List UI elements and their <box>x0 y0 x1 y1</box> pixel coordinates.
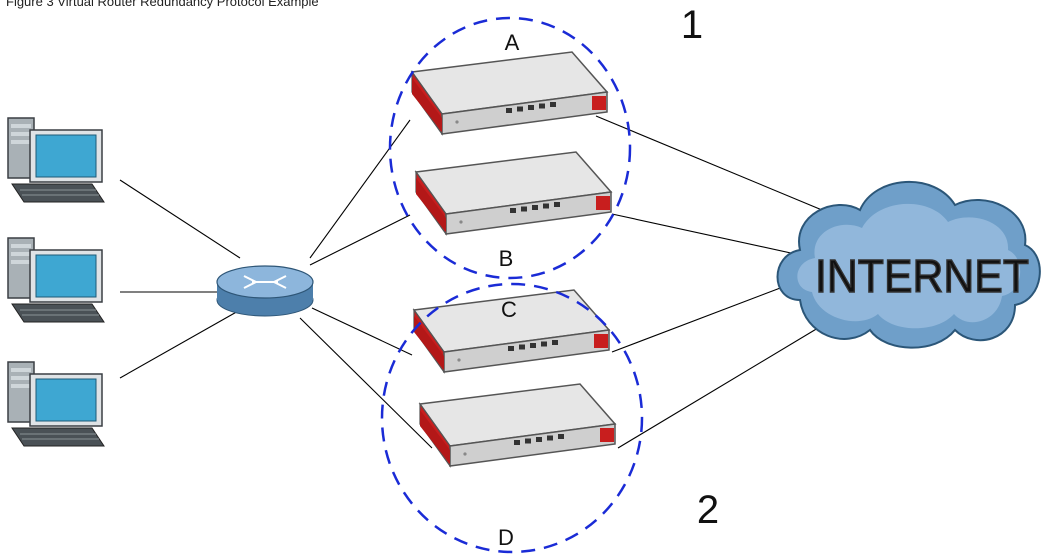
group-1-outline <box>388 16 632 280</box>
device-c-label: C <box>501 297 517 322</box>
computer-2 <box>7 237 105 323</box>
group-1-number: 1 <box>681 3 703 47</box>
device-b-label: B <box>499 246 514 271</box>
internet-label: INTERNET <box>815 250 1029 302</box>
computer-3 <box>7 361 105 447</box>
device-b <box>415 151 612 235</box>
computer-1 <box>7 117 105 203</box>
device-a-label: A <box>505 30 520 55</box>
device-d-label: D <box>498 525 514 550</box>
switch-icon <box>216 265 314 317</box>
device-d <box>419 383 616 467</box>
internet-cloud: INTERNET <box>776 181 1041 349</box>
group-2-outline <box>380 282 644 554</box>
group-2-number: 2 <box>697 488 719 532</box>
figure-caption: Figure 3 Virtual Router Redundancy Proto… <box>6 0 319 9</box>
device-a <box>411 51 608 135</box>
connection-lines <box>119 115 823 449</box>
